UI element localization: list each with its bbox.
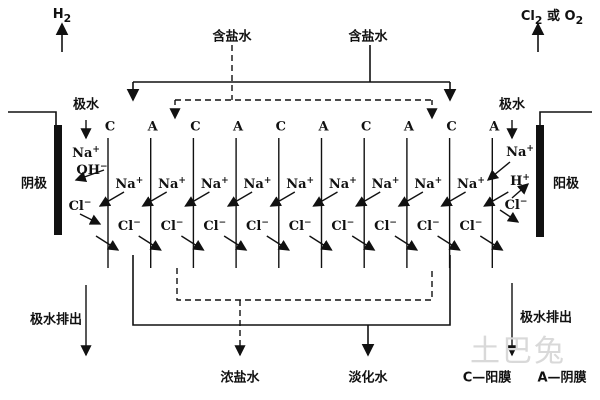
anode-feed-label: 极水 — [498, 97, 526, 113]
na-migration-arrow-2 — [184, 191, 210, 207]
h2-subscript: 2 — [63, 11, 72, 25]
h2-text: H — [52, 7, 64, 23]
left-cell-wall — [8, 111, 57, 125]
cathode-label: 阴极 — [20, 176, 48, 192]
cl-migration-arrow-8 — [437, 235, 461, 251]
cl-migration-arrow-4 — [266, 235, 290, 251]
cl-migration-arrow-5 — [309, 235, 333, 251]
anode-drain-label: 极水排出 — [519, 310, 573, 326]
cathode-oh-ion: OH− — [76, 161, 108, 179]
membrane-label-6: C — [361, 119, 372, 135]
cl2-subscript: 2 — [534, 13, 543, 27]
cathode-drain-label: 极水排出 — [29, 312, 83, 328]
na-ion-6: Na+ — [371, 175, 400, 193]
na-migration-arrow-9 — [483, 191, 509, 207]
cl-ion-2: Cl− — [203, 217, 227, 235]
anode-na-arrow — [486, 161, 511, 181]
cl2-text: Cl — [520, 9, 535, 25]
anode-electrode — [536, 125, 544, 237]
bottom-solid-manifold — [132, 255, 451, 326]
cl-migration-arrow-1 — [138, 235, 162, 251]
cl-ion-4: Cl− — [288, 217, 312, 235]
membrane-label-1: A — [147, 119, 158, 135]
na-ion-4: Na+ — [286, 175, 315, 193]
na-migration-arrow-6 — [354, 191, 381, 207]
membrane-label-3: A — [233, 119, 244, 135]
na-migration-arrow-7 — [397, 191, 424, 207]
cathode-cl-arrow — [79, 213, 102, 225]
cl-ion-8: Cl− — [459, 217, 483, 235]
feed-left-label: 含盐水 — [212, 29, 252, 45]
cathode-electrode — [54, 125, 62, 235]
cl-ion-5: Cl− — [331, 217, 355, 235]
na-migration-arrow-8 — [440, 191, 466, 207]
watermark: 土巴兔 — [470, 334, 566, 369]
cl-migration-arrow-0 — [95, 235, 120, 251]
cl-migration-arrow-7 — [394, 235, 419, 251]
anode-h-arrow — [511, 183, 530, 199]
membrane-label-4: C — [275, 119, 286, 135]
membrane-label-5: A — [318, 119, 329, 135]
na-migration-arrow-0 — [98, 191, 125, 207]
legend-cation-membrane: C—阳膜 — [462, 370, 512, 386]
cl-ion-6: Cl− — [374, 217, 397, 235]
legend-anion-membrane: A—阴膜 — [537, 370, 587, 386]
membrane-label-7: A — [403, 119, 414, 135]
bottom-dashed-manifold — [176, 268, 433, 301]
na-ion-1: Na+ — [158, 175, 186, 193]
cl2-o2-label: Cl2 或 O2 — [521, 5, 583, 27]
membrane-label-9: A — [489, 119, 500, 135]
anode-na-ion: Na+ — [506, 143, 534, 161]
na-migration-arrow-4 — [269, 191, 296, 207]
anode-h-ion: H+ — [510, 172, 530, 190]
na-ion-2: Na+ — [200, 175, 229, 193]
na-ion-5: Na+ — [328, 175, 357, 193]
cl-migration-arrow-9 — [479, 235, 504, 251]
cl-ion-3: Cl− — [246, 217, 269, 235]
h2-label: H2 — [53, 7, 71, 25]
cathode-na-ion: Na+ — [72, 144, 100, 162]
na-migration-arrow-1 — [141, 191, 168, 207]
na-ion-8: Na+ — [457, 175, 485, 193]
na-migration-arrow-5 — [312, 191, 338, 207]
cathode-cl-ion: Cl− — [68, 197, 92, 215]
cathode-oh-arrow — [74, 169, 105, 182]
membrane-label-0: C — [104, 119, 116, 135]
cathode-feed-label: 极水 — [72, 97, 100, 113]
anode-label: 阳极 — [552, 176, 580, 192]
anode-cl-ion: Cl− — [504, 196, 528, 214]
right-cell-wall — [539, 111, 592, 125]
na-migration-arrow-3 — [226, 191, 253, 207]
membrane-label-2: C — [190, 119, 201, 135]
cl-migration-arrow-2 — [181, 235, 205, 251]
membrane-label-8: C — [446, 119, 457, 135]
cl-migration-arrow-3 — [223, 235, 248, 251]
feed-right-label: 含盐水 — [348, 29, 388, 45]
na-ion-0: Na+ — [115, 175, 144, 193]
anode-cl-arrow — [499, 209, 520, 223]
cl-migration-arrow-6 — [351, 235, 376, 251]
o2-subscript: 2 — [575, 13, 584, 27]
na-ion-3: Na+ — [243, 175, 272, 193]
cl-ion-0: Cl− — [117, 217, 141, 235]
na-ion-7: Na+ — [414, 175, 443, 193]
cl-ion-7: Cl− — [416, 217, 440, 235]
diluate-label: 淡化水 — [348, 370, 388, 386]
concentrate-label: 浓盐水 — [220, 370, 260, 386]
cl-ion-1: Cl− — [160, 217, 184, 235]
or-text: 或 — [546, 9, 560, 25]
o2-text: O — [564, 9, 576, 25]
